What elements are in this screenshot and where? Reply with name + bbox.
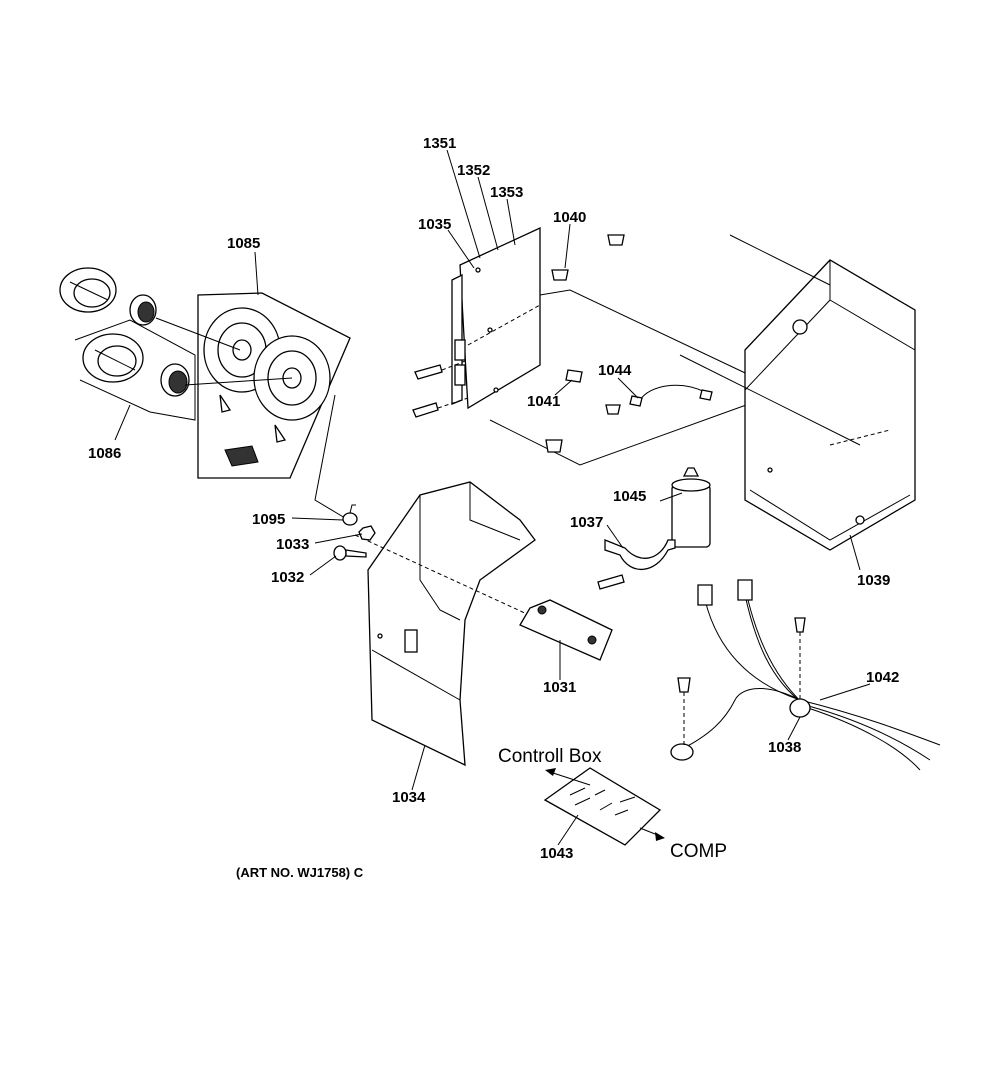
control-box-bracket bbox=[354, 481, 541, 767]
wire-1044 bbox=[639, 384, 706, 401]
label-1353: 1353 bbox=[490, 184, 523, 201]
leader-lines bbox=[114, 149, 871, 846]
label-1032: 1032 bbox=[271, 569, 304, 586]
hardware bbox=[333, 504, 376, 561]
label-1095: 1095 bbox=[252, 511, 285, 528]
knob-assembly bbox=[59, 267, 196, 421]
label-1086: 1086 bbox=[88, 445, 121, 462]
wire-harness bbox=[670, 579, 941, 771]
relay-1031 bbox=[519, 599, 613, 661]
label-1039: 1039 bbox=[857, 572, 890, 589]
label-1037: 1037 bbox=[570, 514, 603, 531]
label-1040: 1040 bbox=[553, 209, 586, 226]
label-1042: 1042 bbox=[866, 669, 899, 686]
capacitor-strap bbox=[597, 539, 676, 590]
label-1085: 1085 bbox=[227, 235, 260, 252]
label-1352: 1352 bbox=[457, 162, 490, 179]
label-1033: 1033 bbox=[276, 536, 309, 553]
wiring-label bbox=[543, 767, 665, 846]
label-1035: 1035 bbox=[418, 216, 451, 233]
comp-callout: COMP bbox=[670, 841, 727, 862]
label-1031: 1031 bbox=[543, 679, 576, 696]
housing-box bbox=[679, 234, 916, 551]
label-1044: 1044 bbox=[598, 362, 632, 379]
label-1045: 1045 bbox=[613, 488, 646, 505]
label-1351: 1351 bbox=[423, 135, 456, 152]
label-1038: 1038 bbox=[768, 739, 801, 756]
label-1034: 1034 bbox=[392, 789, 426, 806]
control-board bbox=[412, 226, 761, 466]
label-1041: 1041 bbox=[527, 393, 560, 410]
art-number: (ART NO. WJ1758) C bbox=[236, 865, 364, 880]
label-1043: 1043 bbox=[540, 845, 573, 862]
switch-panel bbox=[155, 292, 351, 519]
controll-box-callout: Controll Box bbox=[498, 746, 602, 767]
capacitor bbox=[671, 467, 711, 548]
